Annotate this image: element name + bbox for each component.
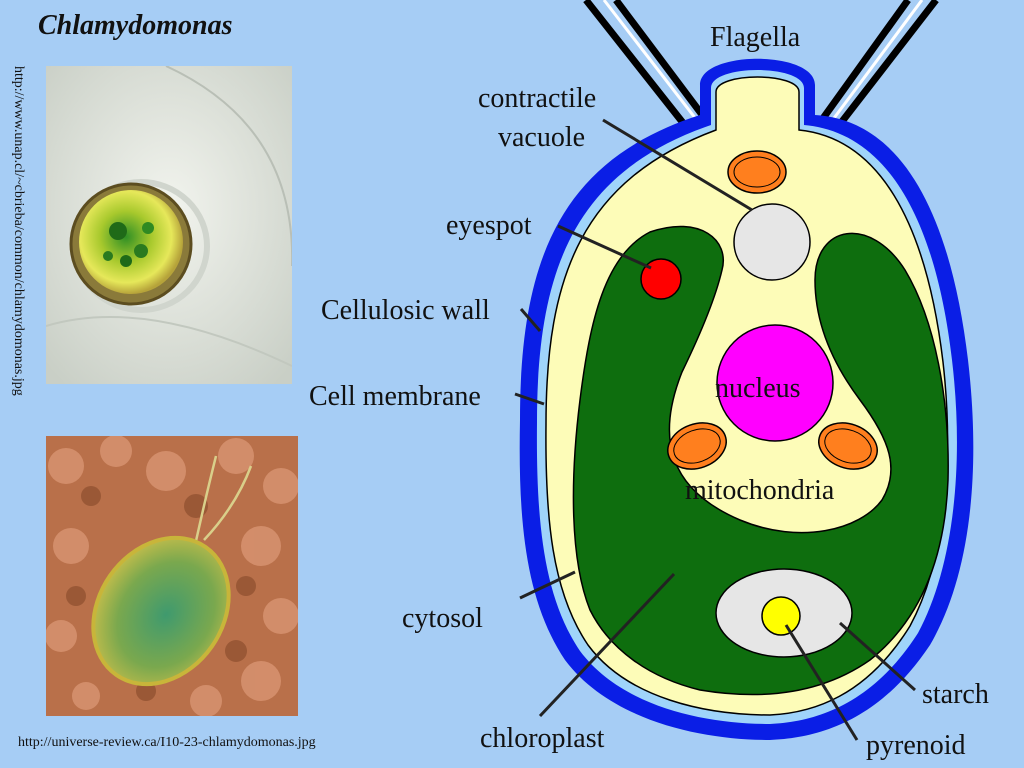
electron-micrograph-photo [46,436,298,716]
label-vacuole: vacuole [498,122,585,153]
mitochondrion-inner-left [673,428,721,464]
pyrenoid [761,596,801,636]
mitochondrion-right [818,422,878,470]
contractile-vacuole [733,203,811,281]
contractile-vacuole-top-inner [733,156,781,188]
label-nucleus: nucleus [715,373,801,404]
nucleus [716,324,834,442]
label-starch: starch [922,679,989,710]
chloroplast [572,225,949,696]
label-pyrenoid: pyrenoid [866,730,966,761]
label-cytosol: cytosol [402,603,483,634]
label-contractile: contractile [478,83,596,114]
eyespot [640,258,682,300]
label-flagella: Flagella [710,22,801,53]
leader-lines [514,118,916,741]
label-cell-membrane: Cell membrane [309,381,481,412]
contractile-vacuole-top [727,150,787,194]
photo-credit-vertical: http://www.unap.cl/~cbrieba/common/chlam… [11,66,26,396]
photo-credit-bottom: http://universe-review.ca/I10-23-chlamyd… [18,735,316,750]
mitochondrion-inner-right [824,428,872,464]
label-chloroplast: chloroplast [480,723,605,754]
label-cellulosic-wall: Cellulosic wall [321,295,490,326]
label-mitochondria: mitochondria [685,475,835,506]
page-title: Chlamydomonas [38,10,233,41]
label-eyespot: eyespot [446,210,532,241]
mitochondrion-left [667,422,727,470]
microscope-photo [46,66,292,384]
